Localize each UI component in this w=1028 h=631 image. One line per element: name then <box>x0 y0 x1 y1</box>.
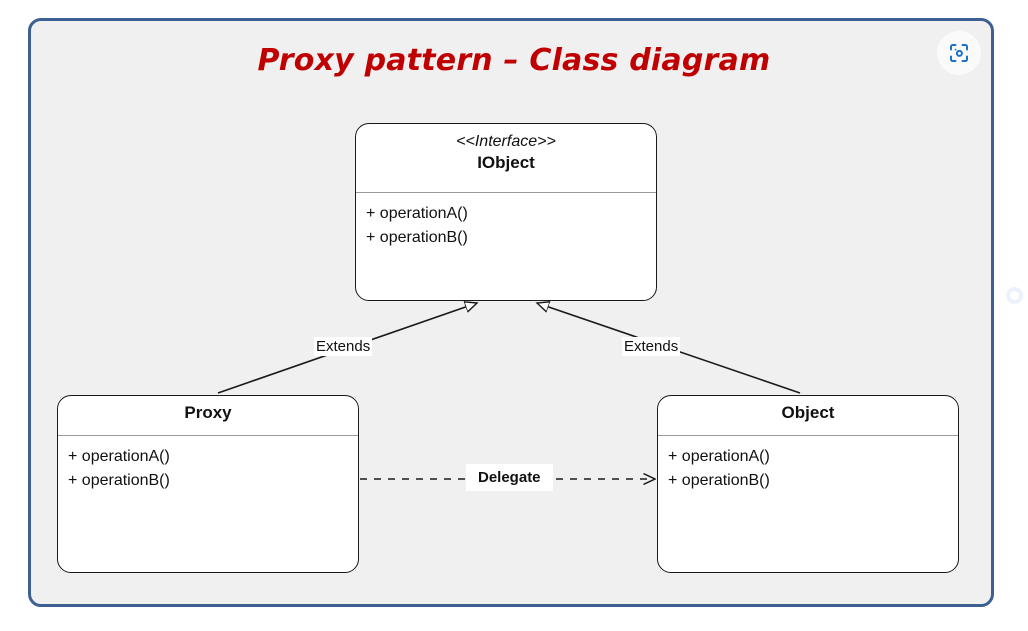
uml-class-proxy[interactable]: Proxy + operationA() + operationB() <box>57 395 359 573</box>
page-title: Proxy pattern – Class diagram <box>257 43 771 78</box>
uml-member: + operationB() <box>366 229 468 246</box>
uml-class-name: Proxy <box>184 403 232 422</box>
uml-member: + operationB() <box>68 472 170 489</box>
uml-class-header: Object <box>658 396 958 436</box>
scan-focus-icon <box>947 41 971 65</box>
uml-class-name: Object <box>781 403 835 422</box>
uml-member-list: + operationA() + operationB() <box>658 436 958 493</box>
uml-class-name: IObject <box>477 153 535 172</box>
uml-class-header: Proxy <box>58 396 358 436</box>
uml-class-object[interactable]: Object + operationA() + operationB() <box>657 395 959 573</box>
decorative-blip <box>1006 287 1023 304</box>
edge-label-delegate: Delegate <box>466 464 553 491</box>
uml-member: + operationA() <box>68 448 170 465</box>
uml-member-list: + operationA() + operationB() <box>58 436 358 493</box>
edge-label-extends-left: Extends <box>314 337 373 356</box>
edge-label-extends-right: Extends <box>622 337 681 356</box>
scan-focus-icon-button[interactable] <box>937 31 981 75</box>
uml-member: + operationB() <box>668 472 770 489</box>
uml-member-list: + operationA() + operationB() <box>356 193 656 250</box>
uml-class-header: <<Interface>> IObject <box>356 124 656 193</box>
uml-class-iobject[interactable]: <<Interface>> IObject + operationA() + o… <box>355 123 657 301</box>
uml-member: + operationA() <box>668 448 770 465</box>
uml-member: + operationA() <box>366 205 468 222</box>
uml-stereotype: <<Interface>> <box>456 133 556 150</box>
